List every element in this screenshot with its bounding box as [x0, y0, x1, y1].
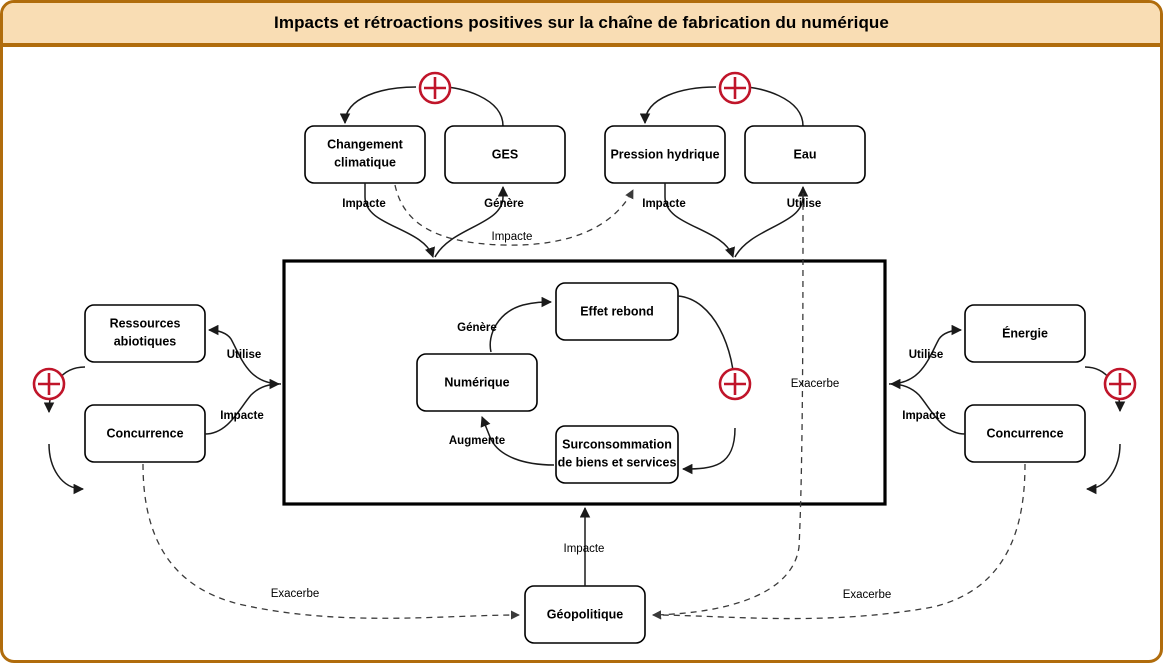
node-ges-label: GES: [492, 147, 518, 161]
positive-feedback-marker-abiotic: [32, 367, 66, 401]
node-changement-climatique-label-line1: Changement: [327, 137, 404, 151]
edge-plus-left-to-concurrence: [48, 443, 85, 495]
edge-container-utilise-eau: [734, 185, 809, 258]
edge-label-impacte-left: Impacte: [220, 410, 263, 422]
node-effet-rebond-label: Effet rebond: [580, 304, 654, 318]
diagram-title-bar: Impacts et rétroactions positives sur la…: [3, 3, 1160, 47]
edge-label-impacte-climat-eau: Impacte: [492, 231, 533, 243]
node-eau-label: Eau: [794, 147, 817, 161]
node-numerique[interactable]: [416, 353, 538, 412]
edge-concurrence-right-impacte-container: [889, 378, 966, 435]
edge-concurrence-left-exacerbe-geopolitique: [142, 463, 520, 620]
edge-plus-water-to-pression: [639, 86, 717, 125]
node-pression-hydrique-label: Pression hydrique: [610, 147, 719, 161]
node-energie[interactable]: [964, 304, 1086, 363]
edge-label-augmente-inner: Augmente: [449, 435, 505, 447]
edge-plus-right-to-concurrence: [1085, 443, 1121, 495]
core-system-container: [282, 259, 887, 506]
edge-label-impacte-geopolitique: Impacte: [564, 543, 605, 555]
node-surconsommation-label-line2: de biens et services: [558, 455, 677, 469]
node-ges[interactable]: [444, 125, 566, 184]
node-geopolitique-label: Géopolitique: [547, 607, 623, 621]
edge-container-utilise-energie: [888, 324, 963, 385]
edge-plus-center-to-surconsommation: [681, 427, 736, 475]
edge-water-exacerbe-geopolitique: [652, 192, 804, 620]
node-eau[interactable]: [744, 125, 866, 184]
positive-feedback-marker-energy: [1103, 367, 1137, 401]
edge-label-utilise-right: Utilise: [909, 349, 944, 361]
edge-label-genere-inner: Génère: [457, 322, 497, 334]
edge-numerique-genere-effet-rebond: [489, 296, 553, 353]
edge-label-utilise-left: Utilise: [227, 349, 262, 361]
edge-changement-impacte-container: [364, 183, 435, 258]
node-effet-rebond[interactable]: [555, 282, 679, 341]
edge-container-utilise-ressources: [207, 324, 282, 385]
edge-label-exacerbe-left: Exacerbe: [271, 588, 320, 600]
edge-label-utilise-eau: Utilise: [787, 198, 822, 210]
edge-container-genere-ges: [434, 185, 509, 258]
edge-plus-climate-to-changement: [339, 86, 417, 125]
node-concurrence-right-label: Concurrence: [986, 426, 1063, 440]
diagram-canvas: Changement climatique GES Impacte Génère…: [3, 47, 1160, 660]
node-surconsommation[interactable]: [555, 425, 679, 484]
positive-feedback-marker-rebound: [718, 367, 752, 401]
node-ressources-abiotiques[interactable]: [84, 304, 206, 363]
edge-label-impacte-right: Impacte: [902, 410, 945, 422]
edge-surconsommation-augmente-numerique: [480, 416, 555, 466]
edge-ges-to-plus-climate: [443, 86, 504, 127]
edge-pression-impacte-container: [664, 183, 735, 258]
edge-label-exacerbe-right: Exacerbe: [843, 589, 892, 601]
edge-climat-impacte-pression-hydrique: [394, 184, 634, 246]
positive-feedback-marker-climate: [418, 71, 452, 105]
edge-concurrence-left-impacte-container: [204, 378, 281, 435]
positive-feedback-marker-water: [718, 71, 752, 105]
node-ressources-abiotiques-label-line2: abiotiques: [114, 334, 177, 348]
node-numerique-label: Numérique: [444, 375, 509, 389]
node-concurrence-left-label: Concurrence: [106, 426, 183, 440]
node-surconsommation-label-line1: Surconsommation: [562, 437, 672, 451]
edge-label-genere-ges: Génère: [484, 198, 524, 210]
page-title: Impacts et rétroactions positives sur la…: [274, 13, 889, 32]
node-energie-label: Énergie: [1002, 325, 1048, 340]
edge-label-impacte-pression: Impacte: [642, 198, 685, 210]
edge-label-exacerbe-center: Exacerbe: [791, 378, 840, 390]
edge-label-impacte-climat: Impacte: [342, 198, 385, 210]
node-changement-climatique-label-line2: climatique: [334, 155, 396, 169]
node-ressources-abiotiques-label-line1: Ressources: [110, 316, 181, 330]
edge-concurrence-right-exacerbe-geopolitique: [652, 463, 1026, 620]
